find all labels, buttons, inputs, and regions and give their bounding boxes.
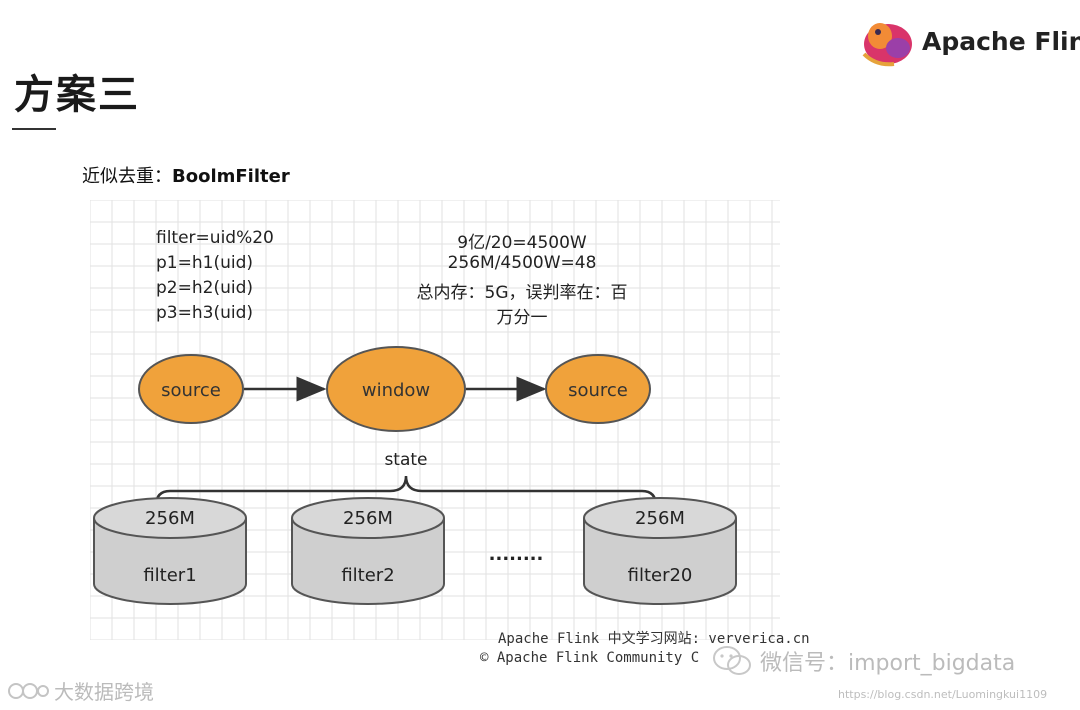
ellipsis: ........: [489, 544, 544, 565]
disk-filter2: 256M filter2: [291, 497, 445, 605]
note-left-4: p3=h3(uid): [156, 303, 253, 323]
watermark-wechat: 微信号：import_bigdata: [712, 644, 1015, 678]
subtitle-prefix: 近似去重：: [82, 166, 172, 187]
footer-website: Apache Flink 中文学习网站: ververica.cn: [498, 631, 810, 647]
wechat-icon: [713, 646, 751, 675]
title-underline: [12, 128, 56, 130]
note-left-3: p2=h2(uid): [156, 278, 253, 298]
node-source-2: source: [545, 354, 651, 424]
node-source-1: source: [138, 354, 244, 424]
subtitle-bold: BoolmFilter: [172, 166, 290, 187]
dedup-diagram: source window source state 256M filter1 …: [89, 199, 780, 641]
node-label: source: [568, 380, 628, 401]
disk-size: 256M: [635, 508, 685, 529]
disk-name: filter1: [143, 565, 196, 586]
disk-size: 256M: [343, 508, 393, 529]
node-label: source: [161, 380, 221, 401]
diagram-canvas: source window source state 256M filter1 …: [89, 199, 780, 641]
note-right-2: 256M/4500W=48: [447, 253, 597, 273]
apache-flink-logo: Apache Flink: [858, 10, 1080, 70]
state-label: state: [384, 450, 427, 470]
disk-name: filter20: [628, 565, 693, 586]
slide-title: 方案三: [14, 71, 140, 118]
logo-text: Apache Flink: [922, 27, 1080, 56]
disk-name: filter2: [341, 565, 394, 586]
footer-copyright: © Apache Flink Community C: [480, 650, 700, 666]
watermark-text: 大数据跨境: [54, 680, 154, 704]
disk-size: 256M: [145, 508, 195, 529]
note-right-4: 万分一: [496, 308, 548, 328]
wechat-id-text: 微信号：import_bigdata: [760, 651, 1016, 676]
disk-filter1: 256M filter1: [93, 497, 247, 605]
disk-filter20: 256M filter20: [583, 497, 737, 605]
watermark-bottom-left: 大数据跨境: [6, 676, 154, 705]
note-right-3: 总内存：5G，误判率在：百: [416, 283, 628, 303]
squirrel-icon: [862, 23, 912, 67]
watermark-url: https://blog.csdn.net/Luomingkui1109: [838, 688, 1048, 701]
note-left-2: p1=h1(uid): [156, 253, 253, 273]
node-label: window: [362, 380, 430, 401]
cloud-logo-icon: [8, 682, 49, 699]
note-left-1: filter=uid%20: [156, 228, 274, 248]
state-brace: [154, 475, 658, 507]
slide-subtitle: 近似去重：BoolmFilter: [82, 162, 290, 188]
note-right-1: 9亿/20=4500W: [457, 233, 587, 253]
node-window: window: [326, 346, 466, 432]
